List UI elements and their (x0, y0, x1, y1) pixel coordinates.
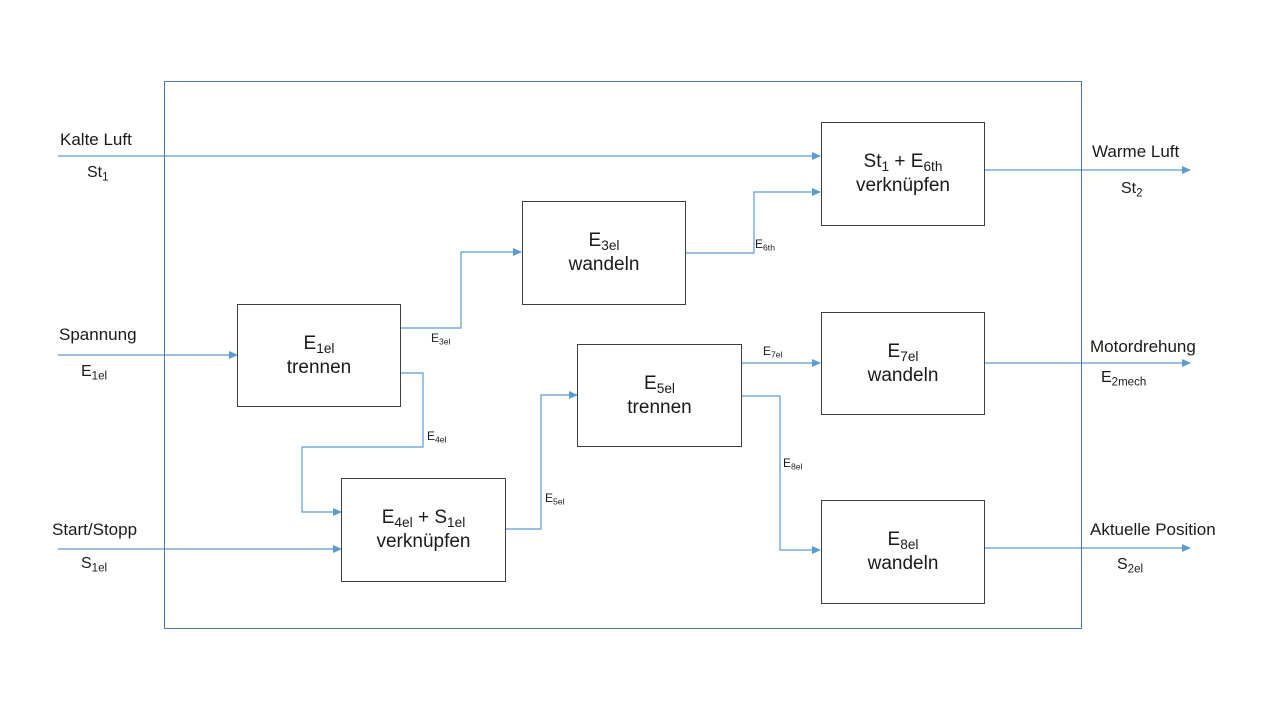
function-verb: verknüpfen (855, 175, 950, 196)
function-title: E7el (887, 340, 919, 364)
function-verb: wandeln (568, 254, 640, 275)
flow-e6th-arrow (686, 188, 821, 254)
output-label-aktuelle-position: Aktuelle Position (1090, 520, 1216, 539)
flow-label-e3el: E3el (431, 331, 451, 347)
flow-label-e8el: E8el (783, 456, 803, 472)
flow-label-e7el: E7el (763, 344, 783, 360)
flow-label-e5el: E5el (545, 491, 565, 507)
input-symbol-s1el: S1el (81, 555, 108, 575)
function-verb: wandeln (867, 364, 939, 386)
function-box-e5el-trennen: E5el trennen (577, 344, 742, 447)
function-title: E4el + S1el (381, 507, 466, 531)
output-label-warme-luft: Warme Luft (1092, 142, 1180, 161)
function-box-st1-e6th-verknuepfen: St1 + E6th verknüpfen (821, 122, 985, 226)
output-symbol-e2mech: E2mech (1101, 369, 1147, 389)
system-boundary (164, 81, 1082, 629)
function-title: E5el (644, 372, 675, 396)
function-verb: wandeln (867, 553, 939, 574)
function-box-e4el-s1el-verknuepfen: E4el + S1el verknüpfen (341, 478, 506, 582)
flow-e8el-arrow (741, 395, 821, 554)
function-title: E1el (303, 332, 335, 356)
function-verb: trennen (286, 356, 352, 378)
flow-e5el-arrow (505, 391, 578, 530)
flow-label-e6th: E6th (755, 237, 776, 253)
function-verb: verknüpfen (376, 531, 471, 552)
flow-e4el-arrow (301, 372, 424, 516)
function-verb: trennen (627, 396, 692, 418)
function-title: E3el (588, 230, 620, 254)
input-label-kalte-luft: Kalte Luft (60, 130, 132, 149)
function-box-e1el-trennen: E1el trennen (237, 304, 401, 407)
flow-label-e4el: E4el (427, 429, 447, 445)
input-symbol-st1: St1 (87, 164, 109, 184)
input-symbol-e1el: E1el (81, 363, 108, 383)
output-label-motordrehung: Motordrehung (1090, 337, 1196, 356)
function-box-e7el-wandeln: E7el wandeln (821, 312, 985, 415)
function-title: St1 + E6th (863, 151, 943, 175)
input-label-spannung: Spannung (59, 325, 137, 344)
output-symbol-st2: St2 (1121, 180, 1143, 200)
function-box-e3el-wandeln: E3el wandeln (522, 201, 686, 305)
function-box-e8el-wandeln: E8el wandeln (821, 500, 985, 604)
input-label-start-stopp: Start/Stopp (52, 520, 138, 539)
output-symbol-s2el: S2el (1117, 556, 1144, 576)
flow-e3el-arrow (401, 248, 522, 329)
function-title: E8el (887, 529, 919, 553)
